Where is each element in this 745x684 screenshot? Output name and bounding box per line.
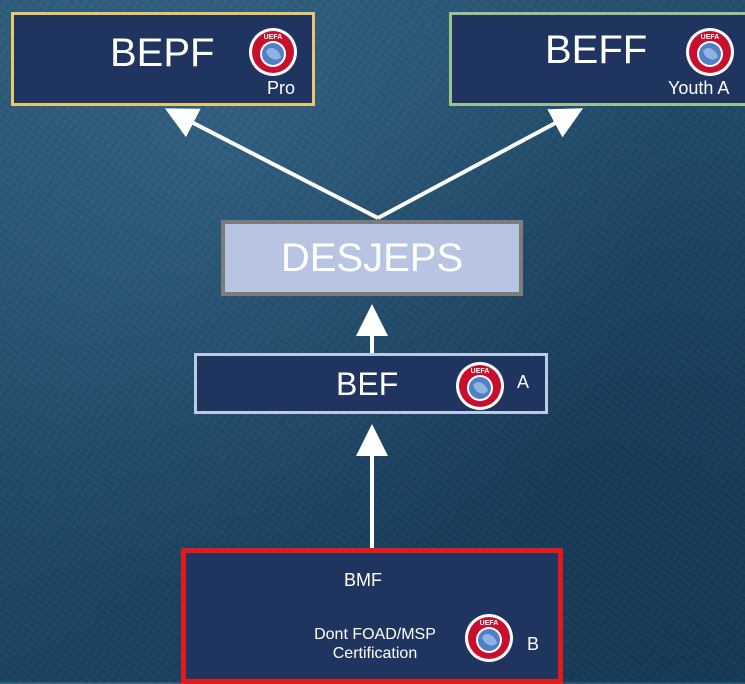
node-bepf-level: Pro xyxy=(267,78,296,98)
node-beff-title: BEFF xyxy=(545,28,648,72)
svg-text:UEFA: UEFA xyxy=(264,34,283,41)
svg-text:UEFA: UEFA xyxy=(480,620,499,627)
node-desjeps: DESJEPS xyxy=(221,220,523,296)
node-beff-level: Youth A xyxy=(668,78,730,98)
arrow-desjeps-to-beff xyxy=(377,108,584,220)
node-bmf-note: Dont FOAD/MSP Certification xyxy=(314,626,436,663)
node-bmf: BMF Dont FOAD/MSP Certification UEFA B xyxy=(181,548,563,684)
node-bef: BEF UEFA A xyxy=(194,353,548,414)
node-desjeps-title: DESJEPS xyxy=(280,236,464,280)
node-beff: BEFF UEFA Youth A xyxy=(449,12,745,106)
uefa-logo-icon: UEFA xyxy=(248,27,298,82)
node-bef-level: A xyxy=(517,372,530,392)
node-bepf-title: BEPF xyxy=(110,31,215,75)
uefa-logo-icon: UEFA xyxy=(455,361,505,416)
node-bmf-title: BMF xyxy=(344,570,382,590)
uefa-logo-icon: UEFA xyxy=(685,27,735,82)
node-bepf: BEPF UEFA Pro xyxy=(11,12,315,106)
arrow-desjeps-to-bepf xyxy=(164,108,379,220)
node-bmf-level: B xyxy=(527,634,540,654)
uefa-logo-icon: UEFA xyxy=(464,613,514,668)
svg-text:UEFA: UEFA xyxy=(701,34,720,41)
svg-text:UEFA: UEFA xyxy=(471,368,490,375)
node-bef-title: BEF xyxy=(336,366,399,402)
